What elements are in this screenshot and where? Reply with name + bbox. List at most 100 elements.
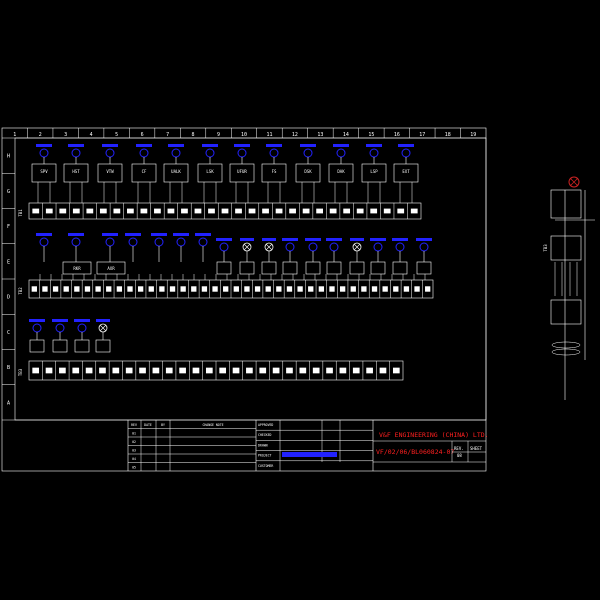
column-label: 19 xyxy=(470,132,476,138)
drawing-number: VF/02/06/BL060824-07 xyxy=(376,448,454,456)
side-terminal-box xyxy=(550,189,582,219)
relay-label: VTW xyxy=(106,169,114,174)
terminal-number xyxy=(403,286,410,292)
terminal-number xyxy=(99,367,106,374)
terminal-number xyxy=(59,367,66,374)
terminal-side-detail: TB3 xyxy=(543,176,595,400)
terminal-number xyxy=(84,286,91,292)
terminal-number xyxy=(116,286,123,292)
coil-tag xyxy=(102,233,118,236)
terminal-number xyxy=(235,208,242,214)
terminal-number xyxy=(297,286,303,292)
coil-tag xyxy=(151,233,167,236)
terminal-number xyxy=(223,286,229,292)
row-label: H xyxy=(7,154,10,160)
terminal-number xyxy=(286,286,293,292)
side-terminal-box xyxy=(550,235,582,261)
relay-box xyxy=(31,163,57,183)
relay-label: UALK xyxy=(171,169,181,174)
terminal-number xyxy=(254,286,261,292)
terminal-number xyxy=(208,208,215,214)
field-label: CUSTOMER xyxy=(258,464,273,468)
relay-box xyxy=(261,163,287,183)
column-label: 17 xyxy=(419,132,425,138)
field-label: PROJECT xyxy=(258,454,272,458)
relay-box xyxy=(163,163,189,183)
terminal-number xyxy=(212,286,218,292)
contact-box xyxy=(326,261,342,275)
coil-tag xyxy=(366,144,382,147)
terminal-number xyxy=(366,367,373,374)
coil-tag xyxy=(392,238,408,241)
row-label: D xyxy=(7,295,10,301)
title-block: V&F ENGINEERING (CHINA) LTD. VF/02/06/BL… xyxy=(127,420,489,471)
terminal-number xyxy=(45,367,53,374)
lamp-tag xyxy=(240,238,254,241)
relay-box xyxy=(131,163,157,183)
terminal-number xyxy=(169,286,176,292)
company-name: V&F ENGINEERING (CHINA) LTD. xyxy=(379,431,489,439)
terminal-number xyxy=(152,367,160,374)
side-strip-label: TB3 xyxy=(543,244,548,252)
contact-box xyxy=(74,339,90,353)
side-terminal-box xyxy=(550,299,582,325)
terminal-number xyxy=(125,367,133,374)
column-label: 16 xyxy=(394,132,400,138)
terminal-number xyxy=(42,286,48,292)
lamp-cross xyxy=(353,243,361,251)
sheet-header: SHEET xyxy=(470,446,483,451)
relay-label: SPV xyxy=(40,169,48,174)
coil-tag xyxy=(74,319,90,322)
lamp-cross xyxy=(569,177,579,187)
strip-label: TB1 xyxy=(18,209,23,217)
terminal-number xyxy=(201,286,208,292)
coil-tag xyxy=(36,233,52,236)
terminal-number xyxy=(244,286,250,292)
coil-tag xyxy=(68,233,84,236)
terminal-number xyxy=(74,286,80,292)
coil-tag xyxy=(168,144,184,147)
cable-bundle-symbol xyxy=(551,341,581,349)
lamp-cross xyxy=(99,324,107,332)
terminal-number xyxy=(232,367,240,374)
rev-row-text: 02 xyxy=(132,440,136,444)
terminal-number xyxy=(259,367,267,374)
coil-tag xyxy=(216,238,232,241)
lamp-cross xyxy=(265,243,273,251)
terminal-number xyxy=(99,208,107,214)
terminal-number xyxy=(276,286,282,292)
contact-box xyxy=(239,261,255,275)
coil-tag xyxy=(36,144,52,147)
terminal-number xyxy=(318,286,325,292)
terminal-number xyxy=(233,286,239,292)
terminal-number xyxy=(219,367,227,374)
terminal-number xyxy=(32,367,40,374)
terminal-number xyxy=(72,208,80,214)
rev-header: REV. xyxy=(454,446,464,451)
column-label: 11 xyxy=(266,132,272,138)
contact-box xyxy=(305,261,321,275)
relay-label: LSP xyxy=(370,169,378,174)
terminal-number xyxy=(339,286,346,292)
terminal-number xyxy=(248,208,256,214)
terminal-number xyxy=(312,367,320,374)
contact-box xyxy=(95,339,111,353)
cable-bundle-symbol xyxy=(551,348,581,356)
relay-label: DSK xyxy=(304,169,312,174)
column-label: 12 xyxy=(292,132,298,138)
coil-tag xyxy=(370,238,386,241)
contact-box xyxy=(52,339,68,353)
column-label: 1 xyxy=(13,132,16,138)
terminal-number xyxy=(410,208,418,214)
coil-tag xyxy=(333,144,349,147)
terminal-number xyxy=(370,208,378,214)
terminal-number xyxy=(289,208,296,214)
rev-row-text: 01 xyxy=(132,432,136,436)
relay-label: RKR xyxy=(73,266,81,271)
coil-tag xyxy=(202,144,218,147)
field-label: DRAWN xyxy=(258,443,268,447)
terminal-number xyxy=(179,367,186,374)
customer-value xyxy=(282,452,337,457)
column-label: 8 xyxy=(192,132,195,138)
